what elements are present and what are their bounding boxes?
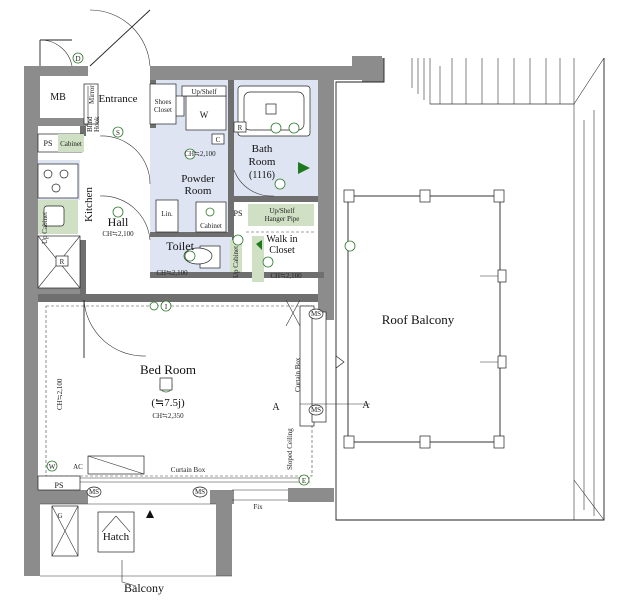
label-up-cabinet-2: Up Cabinet bbox=[41, 212, 49, 244]
label-ms-2: MS bbox=[195, 488, 205, 496]
label-bath-size: (1116) bbox=[249, 170, 275, 181]
label-mirror: Mirror bbox=[88, 85, 96, 104]
symbol-g: G bbox=[57, 512, 62, 520]
label-entrance: Entrance bbox=[98, 93, 137, 105]
label-balcony: Balcony bbox=[124, 581, 164, 595]
label-bed-ch-side: CH≒2,100 bbox=[56, 378, 64, 410]
label-ps-mid: PS bbox=[234, 209, 243, 218]
toilet-fixture bbox=[183, 240, 242, 272]
balcony-area bbox=[40, 489, 288, 587]
label-hanger-pipe: Hanger Pipe bbox=[265, 215, 300, 223]
label-up-shelf-top: Up/Shelf bbox=[191, 88, 217, 96]
label-shoes-2: Closet bbox=[154, 106, 172, 114]
symbol-r-kitchen: R bbox=[60, 258, 65, 266]
label-w: W bbox=[200, 110, 209, 120]
entrance-area bbox=[37, 83, 177, 153]
symbol-c: C bbox=[216, 136, 221, 144]
symbols bbox=[46, 52, 356, 498]
label-sloped-ceiling: Sloped Ceiling bbox=[286, 428, 294, 470]
label-powder-ch: CH≒2,100 bbox=[184, 150, 216, 158]
label-shoes-1: Shoes bbox=[155, 98, 172, 106]
doors bbox=[39, 9, 275, 358]
symbol-i: I bbox=[165, 303, 168, 311]
powder-basin bbox=[155, 199, 227, 233]
label-kitchen: Kitchen bbox=[83, 187, 95, 222]
label-section-a-left: A bbox=[272, 402, 280, 413]
label-roof-balcony: Roof Balcony bbox=[382, 312, 455, 327]
ps-bottom-box bbox=[37, 475, 81, 491]
roof-balcony-area bbox=[300, 57, 605, 521]
label-ps-top: PS bbox=[44, 139, 53, 148]
label-fix: Fix bbox=[253, 503, 263, 511]
label-cabinet-2: Cabinet bbox=[200, 222, 222, 230]
symbol-e: E bbox=[302, 477, 306, 485]
label-lin: Lin. bbox=[161, 210, 173, 218]
label-walk-in-1: Walk in bbox=[266, 234, 297, 245]
label-ps-bottom: PS bbox=[55, 481, 64, 490]
label-powder-1: Powder bbox=[181, 173, 215, 185]
label-curtain-box-side: Curtain Box bbox=[294, 357, 302, 392]
label-cabinet: Cabinet bbox=[60, 140, 82, 148]
bed-room-fixtures bbox=[38, 299, 327, 483]
label-mb: MB bbox=[50, 92, 66, 103]
label-bath-1: Bath bbox=[252, 143, 273, 155]
label-curtain-box-bottom: Curtain Box bbox=[171, 466, 206, 474]
label-up-shelf-2: Up/Shelf bbox=[269, 207, 295, 215]
label-bed-size: (≒7.5j) bbox=[151, 397, 185, 409]
label-ms-4: MS bbox=[311, 406, 321, 414]
symbol-w: W bbox=[49, 463, 56, 471]
label-toilet-ch: CH≒2,100 bbox=[156, 269, 188, 277]
label-bath-2: Room bbox=[249, 156, 276, 168]
label-walk-ch: CH≒2,100 bbox=[270, 272, 302, 280]
label-hatch: Hatch bbox=[103, 531, 130, 543]
label-hall: Hall bbox=[108, 215, 129, 229]
label-ms-1: MS bbox=[89, 488, 99, 496]
label-bed-room: Bed Room bbox=[140, 362, 196, 377]
label-ms-3: MS bbox=[311, 310, 321, 318]
label-toilet: Toilet bbox=[166, 239, 194, 253]
label-section-a-right: A bbox=[362, 400, 370, 411]
symbol-d: D bbox=[75, 55, 80, 63]
label-powder-2: Room bbox=[185, 185, 212, 197]
label-hall-ch: CH≒2,100 bbox=[102, 230, 134, 238]
label-blind: Blind bbox=[86, 116, 94, 132]
label-bed-ch: CH≒2,350 bbox=[152, 412, 184, 420]
label-up-cabinet: Up Cabinet bbox=[232, 246, 240, 278]
symbol-r-bath: R bbox=[238, 124, 243, 132]
symbol-ac: AC bbox=[73, 463, 83, 471]
label-hook: Hook bbox=[93, 116, 101, 132]
label-walk-in-2: Closet bbox=[269, 245, 295, 256]
symbol-s: S bbox=[116, 129, 120, 137]
